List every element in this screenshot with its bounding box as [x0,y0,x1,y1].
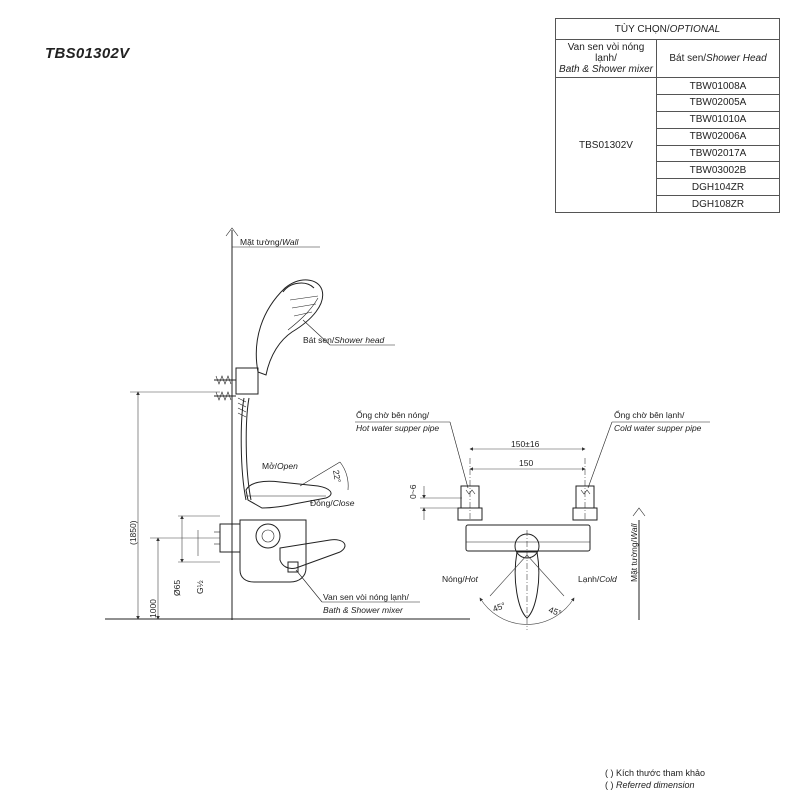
optional-parts-table: TÙY CHỌN/OPTIONAL Van sen vòi nóng lạnh/… [555,17,780,213]
cold-pipe-label-en: Cold water supper pipe [614,423,702,433]
shower-head-label: Bát sen/Shower head [303,335,385,345]
front-view: 150±16 150 0~6 45° 45° Nóng/Hot Lạnh/Col… [355,409,710,630]
dim-offset: 0~6 [408,484,418,499]
mixer-label-vn: Van sen vòi nóng lạnh/ [323,592,409,602]
mixer-body-front [465,524,591,552]
mixer-label-en: Bath & Shower mixer [323,605,404,615]
dim-mixer-height: 1000 [148,599,158,618]
column-header-shower-head: Bát sen/Shower Head [656,39,780,79]
shower-head [255,279,324,376]
close-label: Đóng/Close [310,498,355,508]
model-code: TBS01302V [45,45,130,62]
dim-diameter: Ø65 [172,580,182,596]
cold-pipe-label-vn: Ống chờ bên lạnh/ [614,409,685,420]
mixer-model-cell: TBS01302V [555,77,657,213]
hot-pipe-label-en: Hot water supper pipe [356,423,439,433]
reference-note: ( ) Kích thước tham khảo ( ) Referred di… [605,768,705,790]
wall-label-side: Mặt tường/Wall [240,237,299,247]
dim-center: 150 [519,458,533,468]
angle-right: 45° [547,604,563,618]
wall-label-front: Mặt tường/Wall [629,523,639,582]
shower-head-cell: DGH108ZR [656,195,780,213]
shower-hose [240,397,247,501]
open-label: Mở/Open [262,461,298,471]
hot-label: Nóng/Hot [442,574,479,584]
handle-angle-label: 22° [331,469,343,483]
handle-front [514,551,540,619]
hot-pipe-label-vn: Ống chờ bên nóng/ [356,409,430,420]
shower-bracket [214,367,259,401]
dim-thread: G½ [195,580,205,594]
cold-label: Lạnh/Cold [578,574,617,584]
side-view: Mặt tường/Wall Bát sen/Shower head [105,227,470,620]
mixer-body-side [214,480,346,583]
column-header-mixer: Van sen vòi nóng lạnh/Bath & Shower mixe… [555,39,657,79]
dim-center-tolerance: 150±16 [511,439,540,449]
angle-left: 45° [491,600,507,614]
table-header: TÙY CHỌN/OPTIONAL [555,17,780,41]
dim-total-height: (1850) [128,520,138,545]
